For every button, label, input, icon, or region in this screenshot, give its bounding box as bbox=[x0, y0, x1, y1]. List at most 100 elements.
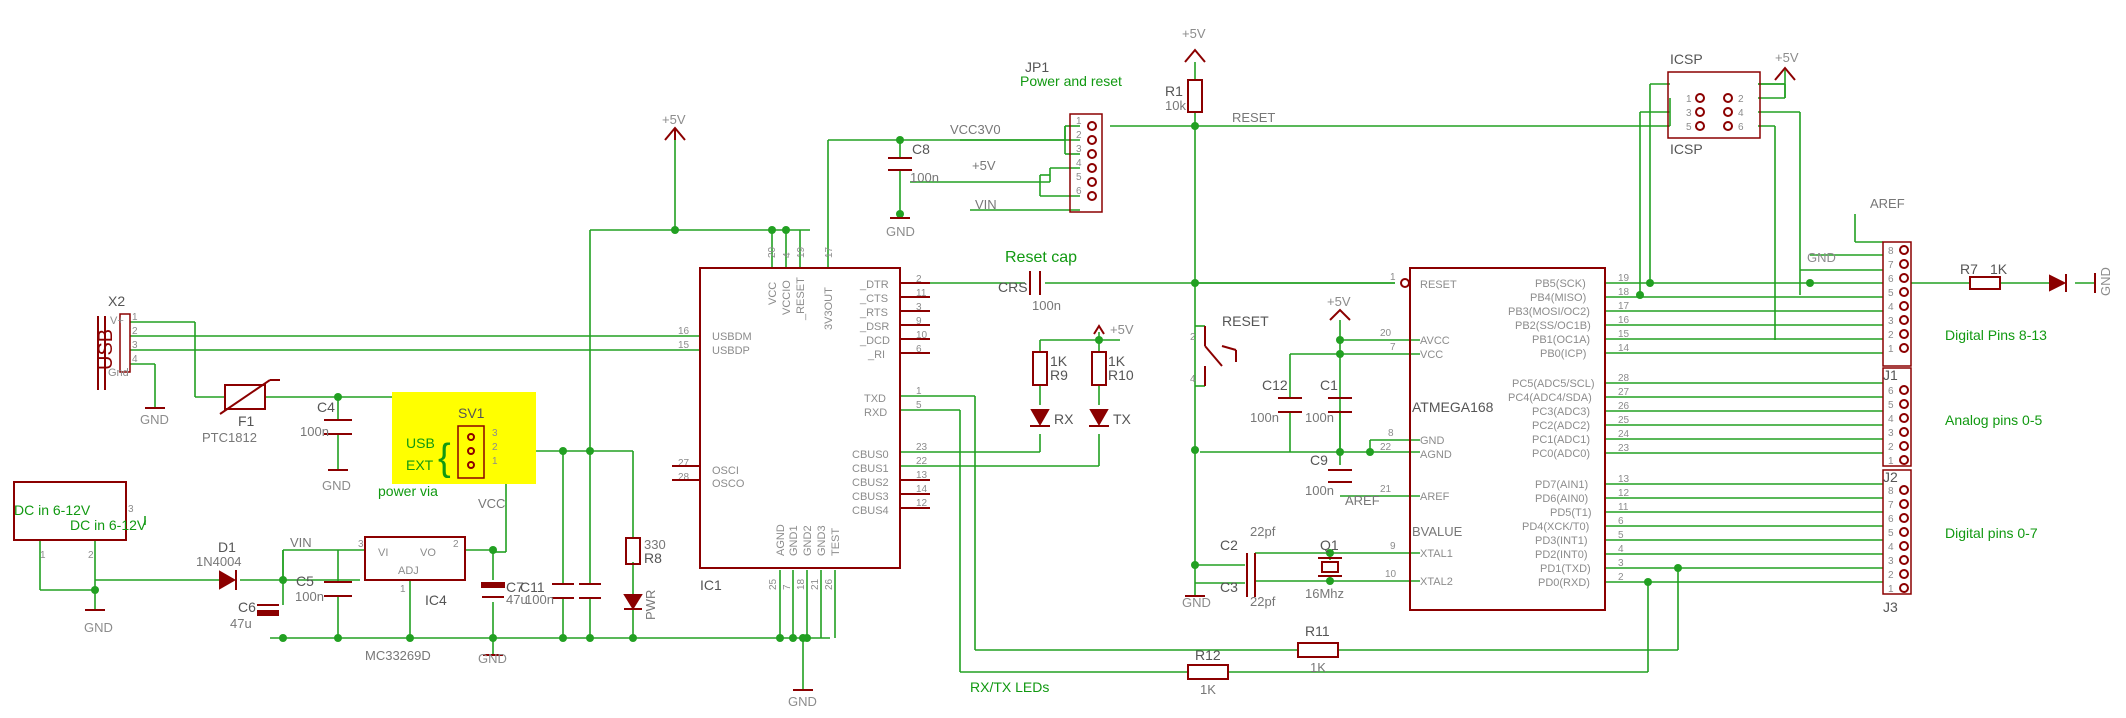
svg-text:2: 2 bbox=[88, 550, 94, 561]
x2-pin-2: 2 bbox=[132, 326, 138, 337]
mcu-pin-pc4: PC4(ADC4/SDA) bbox=[1508, 392, 1592, 404]
svg-text:3: 3 bbox=[1888, 556, 1894, 567]
c3-ref: C3 bbox=[1220, 579, 1238, 595]
led-rx: RX bbox=[1030, 409, 1074, 427]
svg-text:3: 3 bbox=[358, 539, 364, 550]
label-rx-tx-leds: RX/TX LEDs bbox=[970, 679, 1049, 695]
svg-text:1: 1 bbox=[1888, 344, 1894, 355]
c5-value: 100n bbox=[295, 589, 324, 604]
dc-in-label-1: DC in 6-12V bbox=[14, 502, 91, 518]
c6-ref: C6 bbox=[238, 599, 256, 615]
ic1-pin-gnd3: GND3 bbox=[816, 525, 828, 556]
svg-text:13: 13 bbox=[916, 470, 928, 481]
svg-text:10: 10 bbox=[1385, 569, 1397, 580]
ic1-num-15: 15 bbox=[678, 340, 690, 351]
c11-ref: C11 bbox=[520, 579, 545, 595]
q1-ref: Q1 bbox=[1320, 537, 1339, 553]
svg-text:4: 4 bbox=[1888, 414, 1894, 425]
diode-d1: D1 1N4004 bbox=[196, 539, 242, 590]
mcu-pin-pb3: PB3(MOSI/OC2) bbox=[1508, 306, 1590, 318]
label-digital-0-7: Digital pins 0-7 bbox=[1945, 525, 2038, 541]
dc-in-label-2: DC in 6-12V bbox=[70, 517, 147, 533]
svg-text:17: 17 bbox=[1618, 301, 1630, 312]
svg-text:1: 1 bbox=[1390, 272, 1396, 283]
mcu-pin-xtal1: XTAL1 bbox=[1420, 548, 1453, 560]
svg-text:8: 8 bbox=[1388, 428, 1394, 439]
ic1-pin-ri: _RI bbox=[867, 349, 885, 361]
ic1-pin-3v3out: 3V3OUT bbox=[823, 287, 835, 330]
svg-text:1: 1 bbox=[1888, 584, 1894, 595]
net-vin-jp1: VIN bbox=[975, 197, 997, 212]
mcu-pin-gnd: GND bbox=[1420, 435, 1445, 447]
resistor-r1: R1 10k bbox=[1165, 79, 1203, 113]
ic1-pin-dcd: _DCD bbox=[859, 335, 890, 347]
ic4-adj: ADJ bbox=[398, 565, 419, 577]
label-analog-0-5: Analog pins 0-5 bbox=[1945, 412, 2043, 428]
r10-value: 1K bbox=[1108, 353, 1126, 369]
capacitor-c4: C4 100n bbox=[300, 399, 352, 439]
svg-text:5: 5 bbox=[1076, 172, 1082, 183]
resistor-r9: 1K R9 bbox=[1032, 351, 1068, 386]
svg-text:3: 3 bbox=[1888, 428, 1894, 439]
gnd-symbol-c4: GND bbox=[322, 469, 351, 493]
plus5v-symbol-1: +5V bbox=[662, 112, 686, 141]
sv1-pin-1: 1 bbox=[492, 456, 498, 467]
svg-text:22: 22 bbox=[916, 456, 928, 467]
svg-text:25: 25 bbox=[1618, 415, 1630, 426]
net-aref-mcu: AREF bbox=[1345, 493, 1380, 508]
ic4-ref: IC4 bbox=[425, 592, 447, 608]
header-j2: J1 6 5 4 3 2 1 bbox=[1882, 367, 1912, 467]
svg-text:7: 7 bbox=[1888, 260, 1894, 271]
ic1-pin-usbdp: USBDP bbox=[712, 345, 750, 357]
svg-text:1: 1 bbox=[1888, 456, 1894, 467]
usb-vplus: V+ bbox=[110, 315, 124, 327]
ic1-pin-osci: OSCI bbox=[712, 465, 739, 477]
net-aref-top: AREF bbox=[1870, 196, 1905, 211]
reset-button: RESET 2 4 bbox=[1190, 313, 1269, 386]
ic1-pin-vccio: VCCIO bbox=[781, 280, 793, 315]
svg-text:20: 20 bbox=[1380, 328, 1392, 339]
svg-text:4: 4 bbox=[1190, 374, 1196, 385]
c8-ref: C8 bbox=[912, 141, 930, 157]
svg-text:1: 1 bbox=[400, 584, 406, 595]
led-tx: TX bbox=[1089, 409, 1132, 427]
microcontroller-atmega168: ATMEGA168 RESET AVCC VCC GND AGND AREF X… bbox=[1380, 267, 1630, 611]
ic1-pin-gnd2: GND2 bbox=[802, 525, 814, 556]
svg-text:3: 3 bbox=[1686, 108, 1692, 119]
ic1-pin-agnd: AGND bbox=[775, 524, 787, 556]
usb-uart-ic1: IC1 USBDM USBDP OSCI OSCO 16 15 27 28 VC… bbox=[672, 246, 930, 638]
r12-ref: R12 bbox=[1195, 647, 1221, 663]
c5-ref: C5 bbox=[296, 573, 314, 589]
svg-text:23: 23 bbox=[916, 442, 928, 453]
svg-text:11: 11 bbox=[1618, 502, 1629, 513]
icsp-ref-top: ICSP bbox=[1670, 51, 1703, 67]
ic1-pin-usbdm: USBDM bbox=[712, 331, 752, 343]
ic1-pin-osco: OSCO bbox=[712, 478, 745, 490]
svg-text:26: 26 bbox=[1618, 401, 1630, 412]
c1-value: 100n bbox=[1305, 410, 1334, 425]
plus5v-symbol-3: +5V bbox=[1774, 50, 1799, 81]
net-plus5v-jp1: +5V bbox=[972, 158, 996, 173]
c2-ref: C2 bbox=[1220, 537, 1238, 553]
capacitor-c9: C9 100n bbox=[1305, 452, 1352, 498]
x2-pin-3: 3 bbox=[132, 340, 138, 351]
j3-top-ref: J2 bbox=[1883, 469, 1898, 485]
ic1-pin-rxd: RXD bbox=[864, 407, 887, 419]
usb-connector-x2: X2 USB V+ Gnd 1 2 3 4 bbox=[95, 293, 138, 390]
svg-text:7: 7 bbox=[1888, 500, 1894, 511]
gnd-label-c7: GND bbox=[478, 651, 507, 666]
gnd-label-c4: GND bbox=[322, 478, 351, 493]
wires bbox=[39, 62, 2095, 690]
r11-value: 1K bbox=[1310, 660, 1326, 675]
svg-text:16: 16 bbox=[1618, 315, 1630, 326]
gnd-label-usb: GND bbox=[140, 412, 169, 427]
svg-text:1: 1 bbox=[40, 550, 46, 561]
svg-text:3: 3 bbox=[1076, 144, 1082, 155]
c12-ref: C12 bbox=[1262, 377, 1288, 393]
svg-text:27: 27 bbox=[1618, 387, 1630, 398]
svg-text:7: 7 bbox=[1390, 342, 1396, 353]
c9-ref: C9 bbox=[1310, 452, 1328, 468]
mcu-label: ATMEGA168 bbox=[1412, 399, 1494, 415]
svg-text:6: 6 bbox=[1888, 514, 1894, 525]
